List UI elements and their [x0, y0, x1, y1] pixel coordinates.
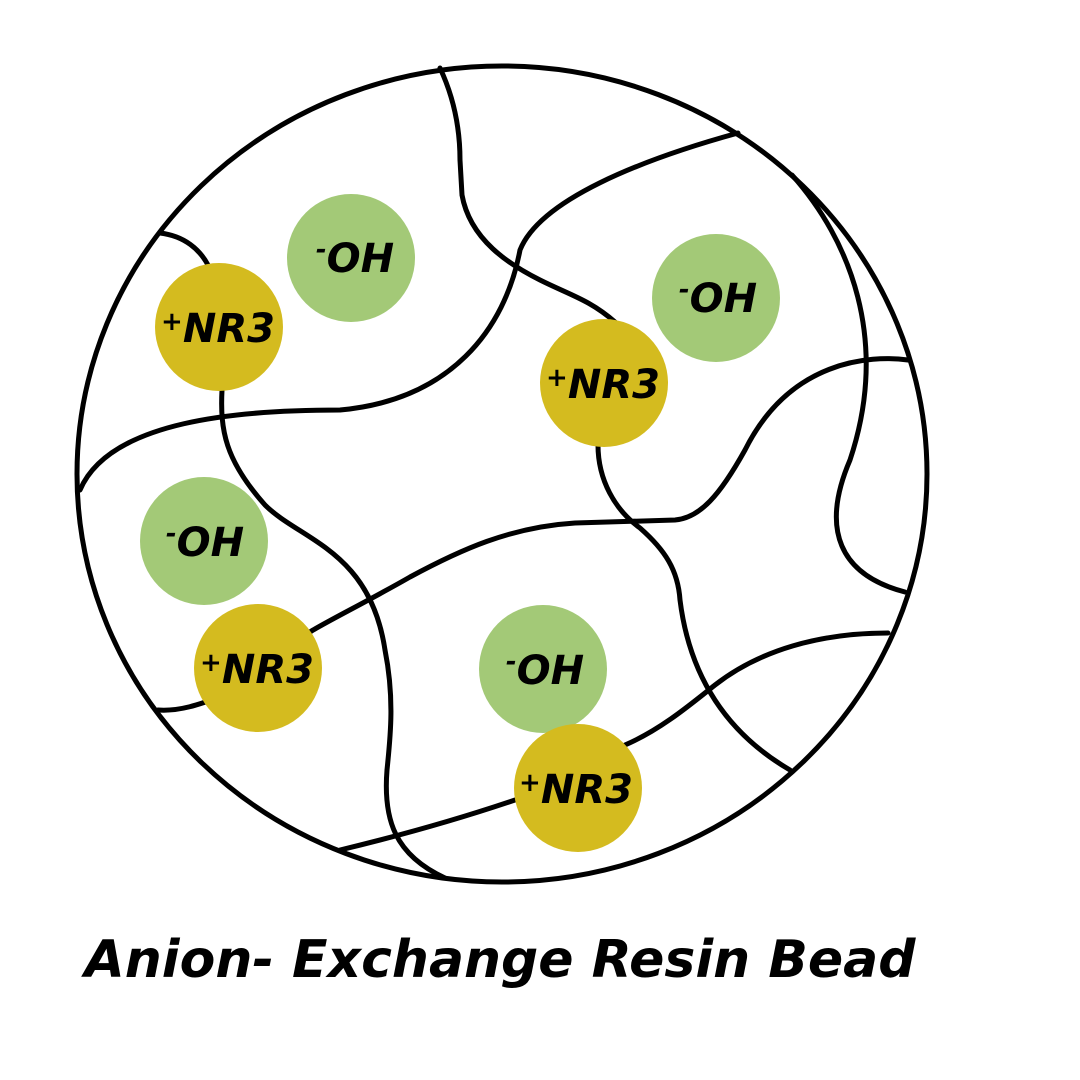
ion-charge: + — [546, 363, 568, 393]
polymer-strand — [157, 230, 211, 268]
amine-group: +NR3 — [155, 263, 283, 391]
bead-outline — [74, 63, 930, 885]
svg-text:-OH: -OH — [166, 519, 244, 566]
ion-charge: + — [200, 648, 222, 678]
hydroxide-ion: -OH — [479, 605, 607, 733]
diagram-title: Anion- Exchange Resin Bead — [84, 930, 916, 990]
ion-charge: + — [161, 307, 183, 337]
ion-charge: - — [506, 647, 517, 677]
ion-formula: OH — [327, 236, 394, 282]
polymer-strand — [77, 130, 741, 493]
ion-charge: - — [166, 519, 177, 549]
ion-formula: NR3 — [183, 306, 275, 352]
hydroxide-ion: -OH — [652, 234, 780, 362]
ion-charge: - — [679, 275, 690, 305]
svg-text:-OH: -OH — [506, 647, 584, 694]
svg-text:-OH: -OH — [679, 275, 757, 322]
svg-text:+NR3: +NR3 — [200, 647, 314, 693]
ion-formula: NR3 — [568, 362, 660, 408]
hydroxide-ion: -OH — [287, 194, 415, 322]
polymer-strand — [595, 442, 793, 773]
polymer-strand — [337, 797, 518, 853]
svg-text:+NR3: +NR3 — [519, 767, 633, 813]
ion-formula: NR3 — [541, 767, 633, 813]
polymer-strand — [437, 65, 618, 325]
ion-charge: + — [519, 768, 541, 798]
amine-group: +NR3 — [194, 604, 322, 732]
ion-charge: - — [316, 235, 327, 265]
polymer-strand — [622, 630, 891, 748]
ion-formula: NR3 — [222, 647, 314, 693]
ion-formula: OH — [690, 276, 757, 322]
svg-text:+NR3: +NR3 — [161, 306, 275, 352]
svg-text:+NR3: +NR3 — [546, 362, 660, 408]
amine-group: +NR3 — [540, 319, 668, 447]
polymer-network — [77, 65, 911, 881]
amine-group: +NR3 — [514, 724, 642, 852]
polymer-strand — [219, 387, 448, 881]
svg-text:-OH: -OH — [316, 235, 394, 282]
ion-formula: OH — [177, 520, 244, 566]
hydroxide-ion: -OH — [140, 477, 268, 605]
polymer-strand — [307, 356, 911, 635]
polymer-strand — [789, 172, 908, 595]
ion-formula: OH — [517, 648, 584, 694]
